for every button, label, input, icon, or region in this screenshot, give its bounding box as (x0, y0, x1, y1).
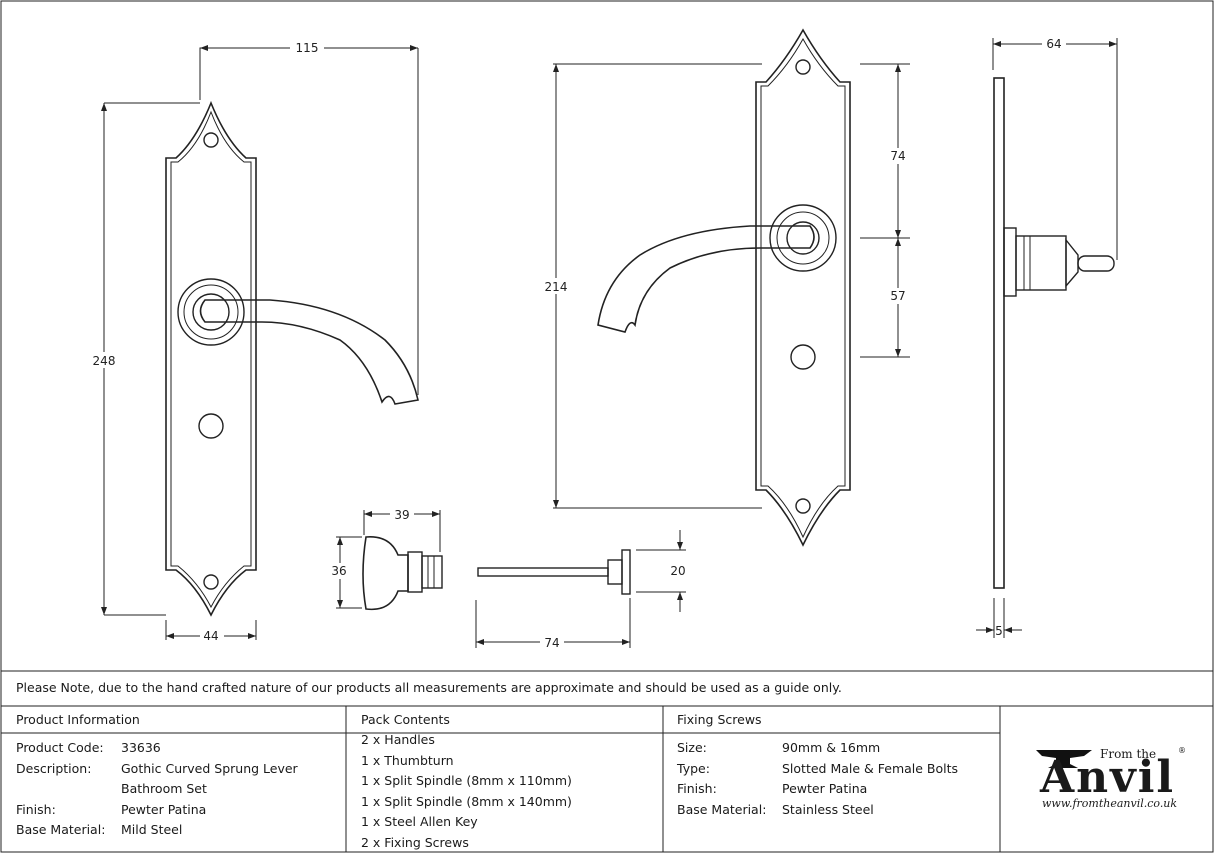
dim-upper-offset: 74 (890, 149, 905, 163)
fixing-screws-heading: Fixing Screws (677, 712, 762, 727)
value-description: Gothic Curved Sprung Lever (121, 760, 298, 776)
product-info-heading: Product Information (16, 712, 140, 727)
label-screw-finish: Finish: (677, 781, 717, 796)
disclaimer-note: Please Note, due to the hand crafted nat… (16, 680, 842, 695)
dim-lower-offset: 57 (890, 289, 905, 303)
pack-contents-heading: Pack Contents (361, 712, 450, 727)
value-product-code: 33636 (121, 740, 161, 755)
dim-front-width: 115 (296, 41, 319, 55)
pack-contents-list: 2 x Handles 1 x Thumbturn 1 x Split Spin… (361, 730, 572, 853)
back-lever (597, 225, 815, 333)
dim-back-height: 214 (545, 280, 568, 294)
dim-thumbturn-height: 36 (331, 564, 346, 578)
value-finish: Pewter Patina (121, 801, 207, 817)
label-size: Size: (677, 740, 707, 755)
dim-spindle-length: 74 (544, 636, 559, 650)
pack-item: 2 x Fixing Screws (361, 834, 469, 850)
fixing-screws-values: 90mm & 16mm Slotted Male & Female Bolts … (782, 738, 958, 820)
dim-front-height: 248 (93, 354, 116, 368)
logo-url-text: www.fromtheanvil.co.uk (1042, 797, 1178, 810)
dim-thumbturn-width: 39 (394, 508, 409, 522)
pack-item: 1 x Split Spindle (8mm x 110mm) (361, 773, 572, 788)
label-type: Type: (677, 760, 710, 776)
front-backplate (165, 100, 257, 617)
value-base-material: Mild Steel (121, 822, 183, 837)
dim-side-depth: 64 (1046, 37, 1061, 51)
label-description: Description: (16, 760, 92, 776)
technical-drawing: 115 248 44 214 74 57 64 5 39 36 74 20 (0, 0, 1214, 672)
value-description-cont: Bathroom Set (121, 781, 207, 796)
pack-item: 1 x Steel Allen Key (361, 814, 478, 829)
front-lever (199, 299, 419, 405)
dim-plate-width: 44 (203, 629, 218, 643)
logo-from-text: From the (1100, 747, 1157, 761)
pack-item: 1 x Thumbturn (361, 752, 454, 768)
label-product-code: Product Code: (16, 740, 104, 755)
side-view (993, 77, 1115, 589)
thumbturn (362, 536, 443, 611)
back-backplate (755, 28, 851, 547)
pack-item: 2 x Handles (361, 732, 435, 747)
dim-plate-thickness: 5 (995, 624, 1003, 638)
value-size: 90mm & 16mm (782, 740, 881, 755)
label-screw-material: Base Material: (677, 801, 767, 817)
fixing-screws-labels: Size: Type: Finish: Base Material: (677, 738, 766, 820)
logo-name-text: Anvil (1040, 752, 1176, 803)
product-info-labels: Product Code: Description: Finish: Base … (16, 738, 105, 841)
product-info-values: 33636 Gothic Curved Sprung Lever Bathroo… (121, 738, 298, 841)
dim-spindle-plate: 20 (670, 564, 685, 578)
value-screw-material: Stainless Steel (782, 801, 874, 817)
label-description-cont (16, 779, 105, 800)
label-finish: Finish: (16, 801, 56, 817)
anvil-icon (1036, 750, 1092, 768)
label-base-material: Base Material: (16, 822, 106, 837)
value-type: Slotted Male & Female Bolts (782, 760, 959, 776)
value-screw-finish: Pewter Patina (782, 781, 868, 796)
logo-registered: ® (1178, 746, 1186, 755)
pack-item: 1 x Split Spindle (8mm x 140mm) (361, 793, 572, 809)
spindle (477, 549, 631, 595)
